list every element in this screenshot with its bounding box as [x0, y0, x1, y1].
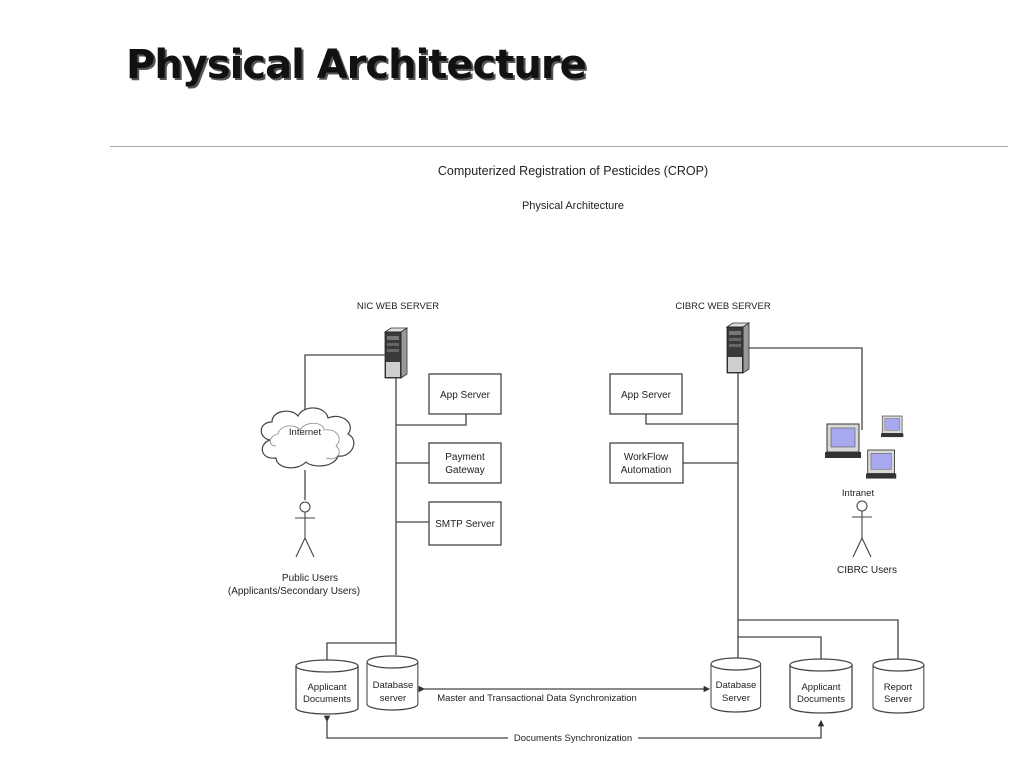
- intranet-computer-icon: [824, 423, 862, 459]
- svg-text:Database: Database: [373, 680, 414, 691]
- internet-cloud-icon: Internet: [260, 407, 355, 469]
- svg-text:Database: Database: [716, 680, 757, 691]
- nic-database-server-db: Database server: [366, 655, 419, 711]
- public-users-label: Public Users: [282, 573, 338, 584]
- svg-text:Server: Server: [884, 694, 912, 705]
- intranet-label: Intranet: [842, 488, 875, 499]
- nic-web-server-label: NIC WEB SERVER: [357, 301, 439, 312]
- nic-app-server-box: App Server: [428, 373, 502, 415]
- nic-web-server-icon: [384, 327, 408, 379]
- documents-sync-arrow: [323, 715, 825, 739]
- public-users-sublabel: (Applicants/Secondary Users): [228, 586, 360, 597]
- svg-text:App Server: App Server: [440, 390, 491, 401]
- workflow-automation-box: WorkFlow Automation: [609, 442, 684, 484]
- internet-label: Internet: [289, 427, 322, 438]
- svg-text:Payment: Payment: [445, 452, 485, 463]
- cibrc-connectors: [645, 347, 899, 660]
- svg-text:WorkFlow: WorkFlow: [624, 452, 669, 463]
- nic-connectors: [304, 354, 467, 660]
- svg-text:Applicant: Applicant: [801, 682, 840, 693]
- svg-text:server: server: [380, 693, 406, 704]
- svg-text:Documents: Documents: [797, 694, 845, 705]
- svg-text:Report: Report: [884, 682, 913, 693]
- smtp-server-box: SMTP Server: [428, 501, 502, 546]
- nic-applicant-documents-db: Applicant Documents: [295, 659, 359, 715]
- intranet-computer-icon: [865, 449, 897, 479]
- intranet-computer-icon: [880, 415, 904, 438]
- cibrc-users-label: CIBRC Users: [837, 565, 897, 576]
- public-user-actor-icon: [295, 501, 315, 558]
- data-sync-label: Master and Transactional Data Synchroniz…: [437, 693, 637, 704]
- svg-text:SMTP Server: SMTP Server: [435, 519, 495, 530]
- svg-text:Applicant: Applicant: [307, 682, 346, 693]
- documents-sync-label: Documents Synchronization: [514, 733, 632, 744]
- cibrc-web-server-icon: [726, 322, 750, 374]
- cibrc-applicant-documents-db: Applicant Documents: [789, 658, 853, 714]
- slide-title: Physical Architecture: [126, 42, 587, 88]
- cibrc-app-server-box: App Server: [609, 373, 683, 415]
- title-divider: [110, 146, 1008, 147]
- diagram-title: Computerized Registration of Pesticides …: [438, 164, 708, 178]
- svg-text:Gateway: Gateway: [445, 465, 484, 476]
- payment-gateway-box: Payment Gateway: [428, 442, 502, 484]
- svg-text:Server: Server: [722, 693, 750, 704]
- cibrc-user-actor-icon: [852, 500, 872, 558]
- cibrc-database-server-db: Database Server: [710, 657, 762, 713]
- report-server-db: Report Server: [872, 658, 925, 714]
- svg-text:App Server: App Server: [621, 390, 672, 401]
- svg-text:Automation: Automation: [621, 465, 672, 476]
- diagram-subtitle: Physical Architecture: [522, 200, 624, 212]
- svg-text:Documents: Documents: [303, 694, 351, 705]
- cibrc-web-server-label: CIBRC WEB SERVER: [675, 301, 771, 312]
